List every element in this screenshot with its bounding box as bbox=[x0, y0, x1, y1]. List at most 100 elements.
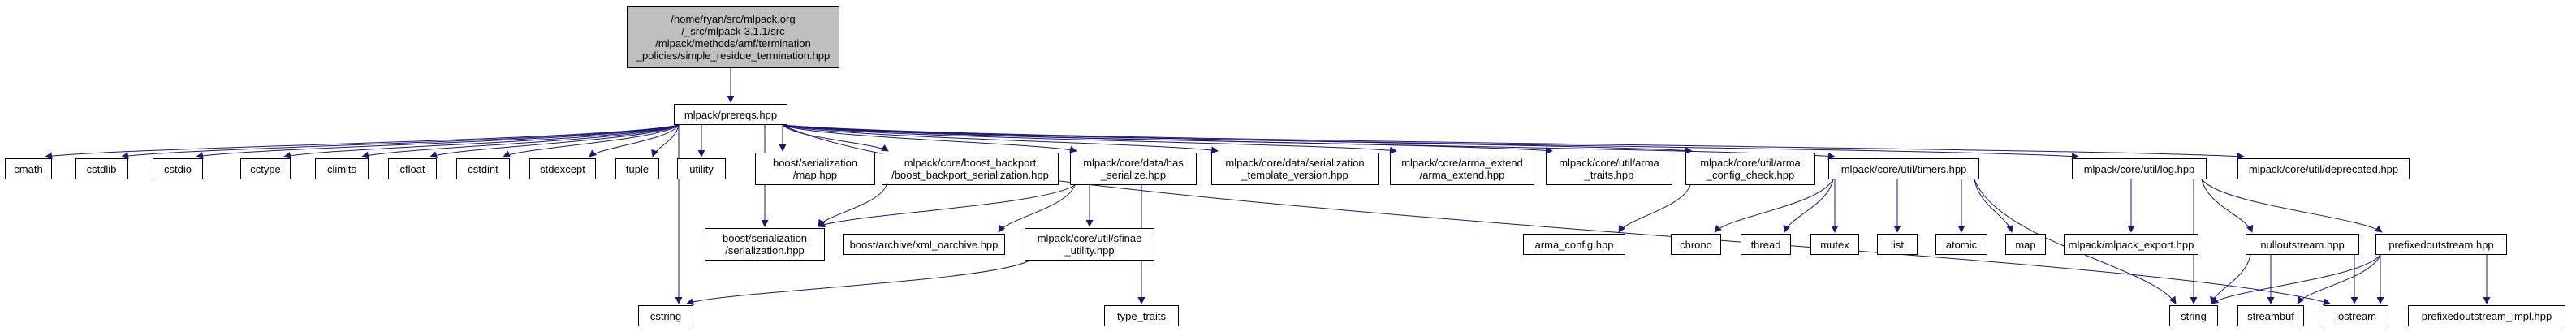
node-cmath-label-line-0: cmath bbox=[14, 162, 43, 175]
node-tuple: tuple bbox=[615, 158, 659, 179]
node-root-label-line-0: /home/ryan/src/mlpack.org bbox=[671, 13, 796, 25]
node-root-label-line-1: /_src/mlpack-3.1.1/src bbox=[681, 25, 785, 37]
node-mlpack-export: mlpack/mlpack_export.hpp bbox=[2064, 234, 2198, 255]
node-cstdlib: cstdlib bbox=[75, 158, 128, 179]
node-type-traits: type_traits bbox=[1104, 305, 1179, 326]
node-chrono-label-line-0: chrono bbox=[1680, 238, 1712, 251]
node-iostream-label-line-0: iostream bbox=[2336, 309, 2376, 322]
node-cstdint: cstdint bbox=[456, 158, 510, 179]
node-root-label-line-2: /mlpack/methods/amf/termination bbox=[655, 37, 811, 50]
node-serialization-template-version-label-line-1: _template_version.hpp bbox=[1241, 169, 1348, 181]
node-arma-config-check[interactable]: mlpack/core/util/arma_config_check.hpp bbox=[1685, 153, 1815, 185]
node-cfloat: cfloat bbox=[388, 158, 437, 179]
node-log-label-line-0: mlpack/core/util/log.hpp bbox=[2083, 162, 2195, 175]
node-arma-config: arma_config.hpp bbox=[1523, 234, 1625, 255]
node-boost-serialization-map-label-line-0: boost/serialization bbox=[772, 157, 858, 169]
node-has-serialize[interactable]: mlpack/core/data/has_serialize.hpp bbox=[1070, 153, 1197, 185]
edge-prereqs-to-tuple bbox=[651, 124, 680, 157]
node-map-label-line-0: map bbox=[2015, 238, 2036, 251]
node-string-label-line-0: string bbox=[2181, 309, 2207, 322]
edge-prereqs-to-deprecated bbox=[782, 124, 2245, 161]
node-arma-traits-label-line-1: _traits.hpp bbox=[1584, 169, 1634, 181]
node-stdexcept: stdexcept bbox=[529, 158, 596, 179]
node-arma-config-check-label-line-1: _config_check.hpp bbox=[1706, 169, 1795, 181]
node-utility: utility bbox=[677, 158, 726, 179]
node-root: /home/ryan/src/mlpack.org/_src/mlpack-3.… bbox=[627, 6, 839, 68]
node-xml-oarchive-label-line-0: boost/archive/xml_oarchive.hpp bbox=[849, 238, 999, 251]
node-boost-backport-label-line-1: /boost_backport_serialization.hpp bbox=[891, 169, 1049, 181]
node-cctype: cctype bbox=[240, 158, 291, 179]
edge-prereqs-to-cfloat bbox=[429, 124, 680, 158]
node-mutex: mutex bbox=[1810, 234, 1859, 255]
edge-timers-to-thread bbox=[1783, 179, 1834, 233]
node-cfloat-label-line-0: cfloat bbox=[399, 162, 425, 175]
node-has-serialize-label-line-1: _serialize.hpp bbox=[1100, 169, 1167, 181]
node-boost-serialization-map-label-line-1: /map.hpp bbox=[792, 169, 838, 181]
edge-prereqs-to-climits bbox=[361, 124, 680, 159]
edge-prereqs-to-timers bbox=[782, 124, 1836, 160]
node-utility-label-line-0: utility bbox=[689, 162, 714, 175]
edge-log-to-prefixedoutstream bbox=[2201, 179, 2383, 233]
node-has-serialize-label-line-0: mlpack/core/data/has bbox=[1083, 157, 1184, 169]
node-sfinae[interactable]: mlpack/core/util/sfinae_utility.hpp bbox=[1025, 228, 1154, 261]
node-cstring: cstring bbox=[638, 305, 693, 326]
node-cstdio-label-line-0: cstdio bbox=[164, 162, 192, 175]
edge-prereqs-to-iostream bbox=[782, 124, 2331, 306]
node-xml-oarchive: boost/archive/xml_oarchive.hpp bbox=[843, 234, 1005, 255]
node-thread-label-line-0: thread bbox=[1750, 238, 1781, 251]
node-cstdlib-label-line-0: cstdlib bbox=[86, 162, 117, 175]
node-mutex-label-line-0: mutex bbox=[1820, 238, 1849, 251]
node-boost-serialization-map: boost/serialization/map.hpp bbox=[755, 153, 875, 185]
edge-prereqs-to-cstdio bbox=[196, 124, 680, 160]
node-boost-backport[interactable]: mlpack/core/boost_backport/boost_backpor… bbox=[882, 153, 1059, 185]
node-prereqs[interactable]: mlpack/prereqs.hpp bbox=[674, 104, 787, 125]
edge-prereqs-to-arma-config-check bbox=[782, 124, 1693, 154]
edge-arma-config-check-to-arma-config bbox=[1618, 184, 1691, 233]
node-sfinae-label-line-0: mlpack/core/util/sfinae bbox=[1037, 232, 1142, 244]
node-list-label-line-0: list bbox=[1891, 238, 1904, 251]
node-climits-label-line-0: climits bbox=[326, 162, 357, 175]
edge-boost-backport-to-serialization bbox=[818, 184, 887, 227]
node-serialization-template-version[interactable]: mlpack/core/data/serialization_template_… bbox=[1211, 153, 1379, 185]
node-prefixedoutstream-label-line-0: prefixedoutstream.hpp bbox=[2388, 238, 2494, 251]
node-timers[interactable]: mlpack/core/util/timers.hpp bbox=[1828, 158, 1979, 179]
edge-prereqs-to-boost-backport bbox=[782, 124, 889, 152]
node-arma-extend-label-line-0: mlpack/core/arma_extend bbox=[1401, 157, 1523, 169]
node-string: string bbox=[2169, 305, 2218, 326]
node-iostream: iostream bbox=[2324, 305, 2388, 326]
node-arma-extend-label-line-1: /arma_extend.hpp bbox=[1419, 169, 1505, 181]
node-map: map bbox=[2005, 234, 2046, 255]
node-chrono: chrono bbox=[1671, 234, 1721, 255]
node-log[interactable]: mlpack/core/util/log.hpp bbox=[2072, 158, 2207, 179]
node-cstdint-label-line-0: cstdint bbox=[468, 162, 498, 175]
node-serialization-template-version-label-line-0: mlpack/core/data/serialization bbox=[1225, 157, 1365, 169]
node-prefixedoutstream-impl[interactable]: prefixedoutstream_impl.hpp bbox=[2408, 305, 2565, 326]
node-list: list bbox=[1877, 234, 1918, 255]
node-arma-extend[interactable]: mlpack/core/arma_extend/arma_extend.hpp bbox=[1390, 153, 1534, 185]
node-deprecated[interactable]: mlpack/core/util/deprecated.hpp bbox=[2237, 158, 2410, 179]
node-type-traits-label-line-0: type_traits bbox=[1117, 309, 1166, 322]
node-nulloutstream-label-line-0: nulloutstream.hpp bbox=[2260, 238, 2345, 251]
node-atomic-label-line-0: atomic bbox=[1945, 238, 1978, 251]
node-cstdio: cstdio bbox=[153, 158, 203, 179]
edge-has-serialize-to-xml-oarchive bbox=[998, 184, 1076, 233]
edge-has-serialize-to-serialization bbox=[818, 184, 1076, 228]
node-serialization-label-line-1: /serialization.hpp bbox=[725, 244, 805, 257]
edge-prereqs-to-log bbox=[782, 124, 2079, 161]
node-cmath: cmath bbox=[5, 158, 52, 179]
edge-prereqs-to-arma-extend bbox=[782, 124, 1397, 154]
edge-prereqs-to-serialization-template-version bbox=[782, 124, 1219, 154]
node-arma-traits-label-line-0: mlpack/core/util/arma bbox=[1559, 157, 1659, 169]
node-timers-label-line-0: mlpack/core/util/timers.hpp bbox=[1840, 162, 1967, 175]
node-climits: climits bbox=[315, 158, 369, 179]
node-prefixedoutstream[interactable]: prefixedoutstream.hpp bbox=[2375, 234, 2507, 255]
edge-prereqs-to-cstdlib bbox=[121, 124, 680, 160]
edge-prereqs-to-cctype bbox=[283, 124, 680, 159]
edge-prefixedoutstream-to-streambuf bbox=[2297, 254, 2381, 304]
node-arma-traits[interactable]: mlpack/core/util/arma_traits.hpp bbox=[1546, 153, 1672, 185]
node-streambuf: streambuf bbox=[2237, 305, 2304, 326]
node-sfinae-label-line-1: _utility.hpp bbox=[1064, 244, 1115, 257]
node-cctype-label-line-0: cctype bbox=[250, 162, 281, 175]
node-nulloutstream[interactable]: nulloutstream.hpp bbox=[2246, 234, 2359, 255]
